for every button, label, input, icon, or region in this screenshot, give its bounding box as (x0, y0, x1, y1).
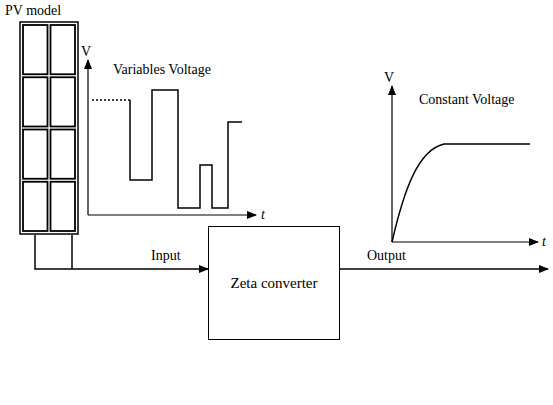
diagram-label: t (541, 234, 547, 249)
panel-frame (20, 22, 78, 234)
diagram-label: Variables Voltage (112, 62, 212, 77)
v-axis (391, 86, 392, 242)
pv-cell (51, 25, 76, 74)
v-axis (87, 60, 88, 215)
constant-curve (392, 144, 530, 242)
pv-cell (23, 77, 48, 126)
edge-label: Input (150, 248, 182, 263)
t-axis (392, 241, 538, 242)
pv-cell (51, 77, 76, 126)
diagram-label: Output (366, 248, 407, 263)
pv-lead (71, 235, 73, 269)
t-axis (88, 214, 256, 215)
diagram-label: t (260, 207, 266, 222)
box-label: Zeta converter (230, 275, 317, 292)
signal-arrow (35, 235, 208, 269)
variable-waveform (130, 90, 242, 208)
diagram-label: V (383, 70, 395, 85)
dotted-level (92, 99, 130, 101)
converter-box: Zeta converter (208, 226, 340, 340)
pv-cell (23, 25, 48, 74)
panel-heading: PV model (5, 3, 61, 18)
pv-cell (51, 182, 76, 231)
output-arrow (340, 268, 548, 270)
pv-module-symbol (5, 3, 85, 235)
pv-cell (23, 130, 48, 179)
pv-cell (51, 130, 76, 179)
diagram-label: V (80, 44, 92, 59)
diagram-label: Constant Voltage (418, 92, 516, 107)
pv-panel: PV model (5, 3, 85, 235)
pv-cell (23, 182, 48, 231)
